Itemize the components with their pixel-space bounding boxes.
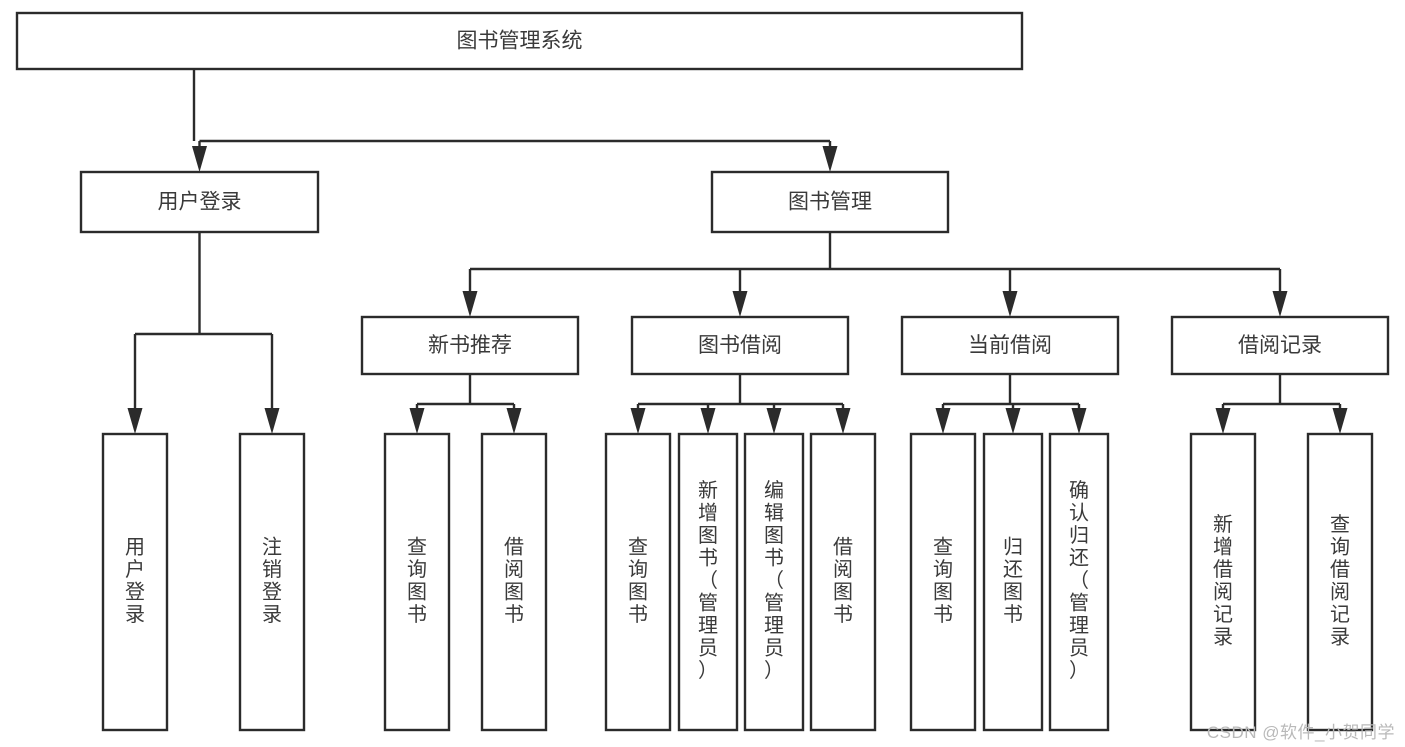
node-label: 用户登录 [125, 537, 145, 627]
node-leaf-leaf-edit-book[interactable]: 编辑图书（管理员） [743, 432, 805, 732]
arrow-head-icon [506, 408, 522, 434]
arrow-head-icon [766, 408, 782, 434]
arrow-head-icon [462, 291, 478, 317]
node-label: 用户登录 [158, 191, 242, 214]
node-leaf-leaf-borrow-book-1[interactable]: 借阅图书 [480, 432, 548, 732]
node-box[interactable] [982, 432, 1044, 732]
node-box[interactable] [630, 315, 850, 376]
arrow-head-icon [264, 408, 280, 434]
node-leaf-leaf-add-record[interactable]: 新增借阅记录 [1189, 432, 1257, 732]
arrow-head-icon [409, 408, 425, 434]
node-box[interactable] [604, 432, 672, 732]
csdn-watermark: CSDN @软件_小贺同学 [1206, 723, 1395, 742]
node-leaf-leaf-query-book-3[interactable]: 查询图书 [909, 432, 977, 732]
arrow-head-icon [630, 408, 646, 434]
node-leaf-leaf-return-book[interactable]: 归还图书 [982, 432, 1044, 732]
arrow-head-icon [1332, 408, 1348, 434]
node-label: 查询借阅记录 [1330, 513, 1350, 649]
node-label: 查询图书 [628, 536, 648, 627]
connectors-layer [127, 69, 1348, 434]
node-box[interactable] [677, 432, 739, 732]
node-label: 新增借阅记录 [1213, 513, 1233, 649]
arrow-head-icon [1272, 291, 1288, 317]
node-box[interactable] [1170, 315, 1390, 376]
arrow-head-icon [1071, 408, 1087, 434]
node-box[interactable] [15, 11, 1024, 71]
node-label: 查询图书 [407, 536, 427, 627]
node-box[interactable] [743, 432, 805, 732]
node-label: 新增图书（管理员） [698, 479, 718, 682]
node-box[interactable] [79, 170, 320, 234]
node-leaf-leaf-borrow-book-2[interactable]: 借阅图书 [809, 432, 877, 732]
node-label: 图书借阅 [698, 334, 782, 357]
node-leaf-leaf-logout[interactable]: 注销登录 [238, 432, 306, 732]
node-label: 图书管理系统 [457, 30, 583, 53]
node-label: 借阅图书 [504, 536, 524, 627]
node-leaf-leaf-query-record[interactable]: 查询借阅记录 [1306, 432, 1374, 732]
node-box[interactable] [1306, 432, 1374, 732]
node-label: 注销登录 [262, 536, 282, 627]
node-level2-book-borrow[interactable]: 图书借阅 [630, 315, 850, 376]
arrow-head-icon [1005, 408, 1021, 434]
arrow-head-icon [935, 408, 951, 434]
node-leaf-leaf-add-book[interactable]: 新增图书（管理员） [677, 432, 739, 732]
node-label: 确认归还（管理员） [1069, 479, 1089, 682]
node-leaf-leaf-confirm-return[interactable]: 确认归还（管理员） [1048, 432, 1110, 732]
node-label: 新书推荐 [428, 334, 512, 357]
node-leaf-leaf-user-login[interactable]: 用户登录 [101, 432, 169, 732]
node-box[interactable] [1189, 432, 1257, 732]
node-level1-user-login[interactable]: 用户登录 [79, 170, 320, 234]
node-box[interactable] [360, 315, 580, 376]
node-label: 当前借阅 [968, 334, 1052, 357]
node-leaf-leaf-query-book-2[interactable]: 查询图书 [604, 432, 672, 732]
node-label: 借阅图书 [833, 536, 853, 627]
node-box[interactable] [480, 432, 548, 732]
arrow-head-icon [1002, 291, 1018, 317]
node-level2-current-borrow[interactable]: 当前借阅 [900, 315, 1120, 376]
node-label: 借阅记录 [1238, 334, 1322, 357]
node-label: 图书管理 [788, 191, 872, 214]
arrow-head-icon [835, 408, 851, 434]
arrow-head-icon [127, 408, 143, 434]
node-label: 编辑图书（管理员） [764, 479, 784, 682]
node-label: 查询图书 [933, 536, 953, 627]
node-root[interactable]: 图书管理系统 [15, 11, 1024, 71]
nodes-layer: 图书管理系统用户登录图书管理新书推荐图书借阅当前借阅借阅记录用户登录注销登录查询… [15, 11, 1390, 732]
node-box[interactable] [383, 432, 451, 732]
node-box[interactable] [710, 170, 950, 234]
node-level2-borrow-record[interactable]: 借阅记录 [1170, 315, 1390, 376]
arrow-head-icon [732, 291, 748, 317]
node-box[interactable] [238, 432, 306, 732]
node-box[interactable] [809, 432, 877, 732]
node-level2-new-book-rec[interactable]: 新书推荐 [360, 315, 580, 376]
node-label: 归还图书 [1003, 536, 1023, 627]
arrow-head-icon [1215, 408, 1231, 434]
arrow-head-icon [700, 408, 716, 434]
node-level1-book-manage[interactable]: 图书管理 [710, 170, 950, 234]
node-box[interactable] [900, 315, 1120, 376]
arrow-head-icon [192, 146, 207, 172]
node-box[interactable] [101, 432, 169, 732]
node-leaf-leaf-query-book-1[interactable]: 查询图书 [383, 432, 451, 732]
node-box[interactable] [1048, 432, 1110, 732]
node-box[interactable] [909, 432, 977, 732]
arrow-head-icon [822, 146, 838, 172]
